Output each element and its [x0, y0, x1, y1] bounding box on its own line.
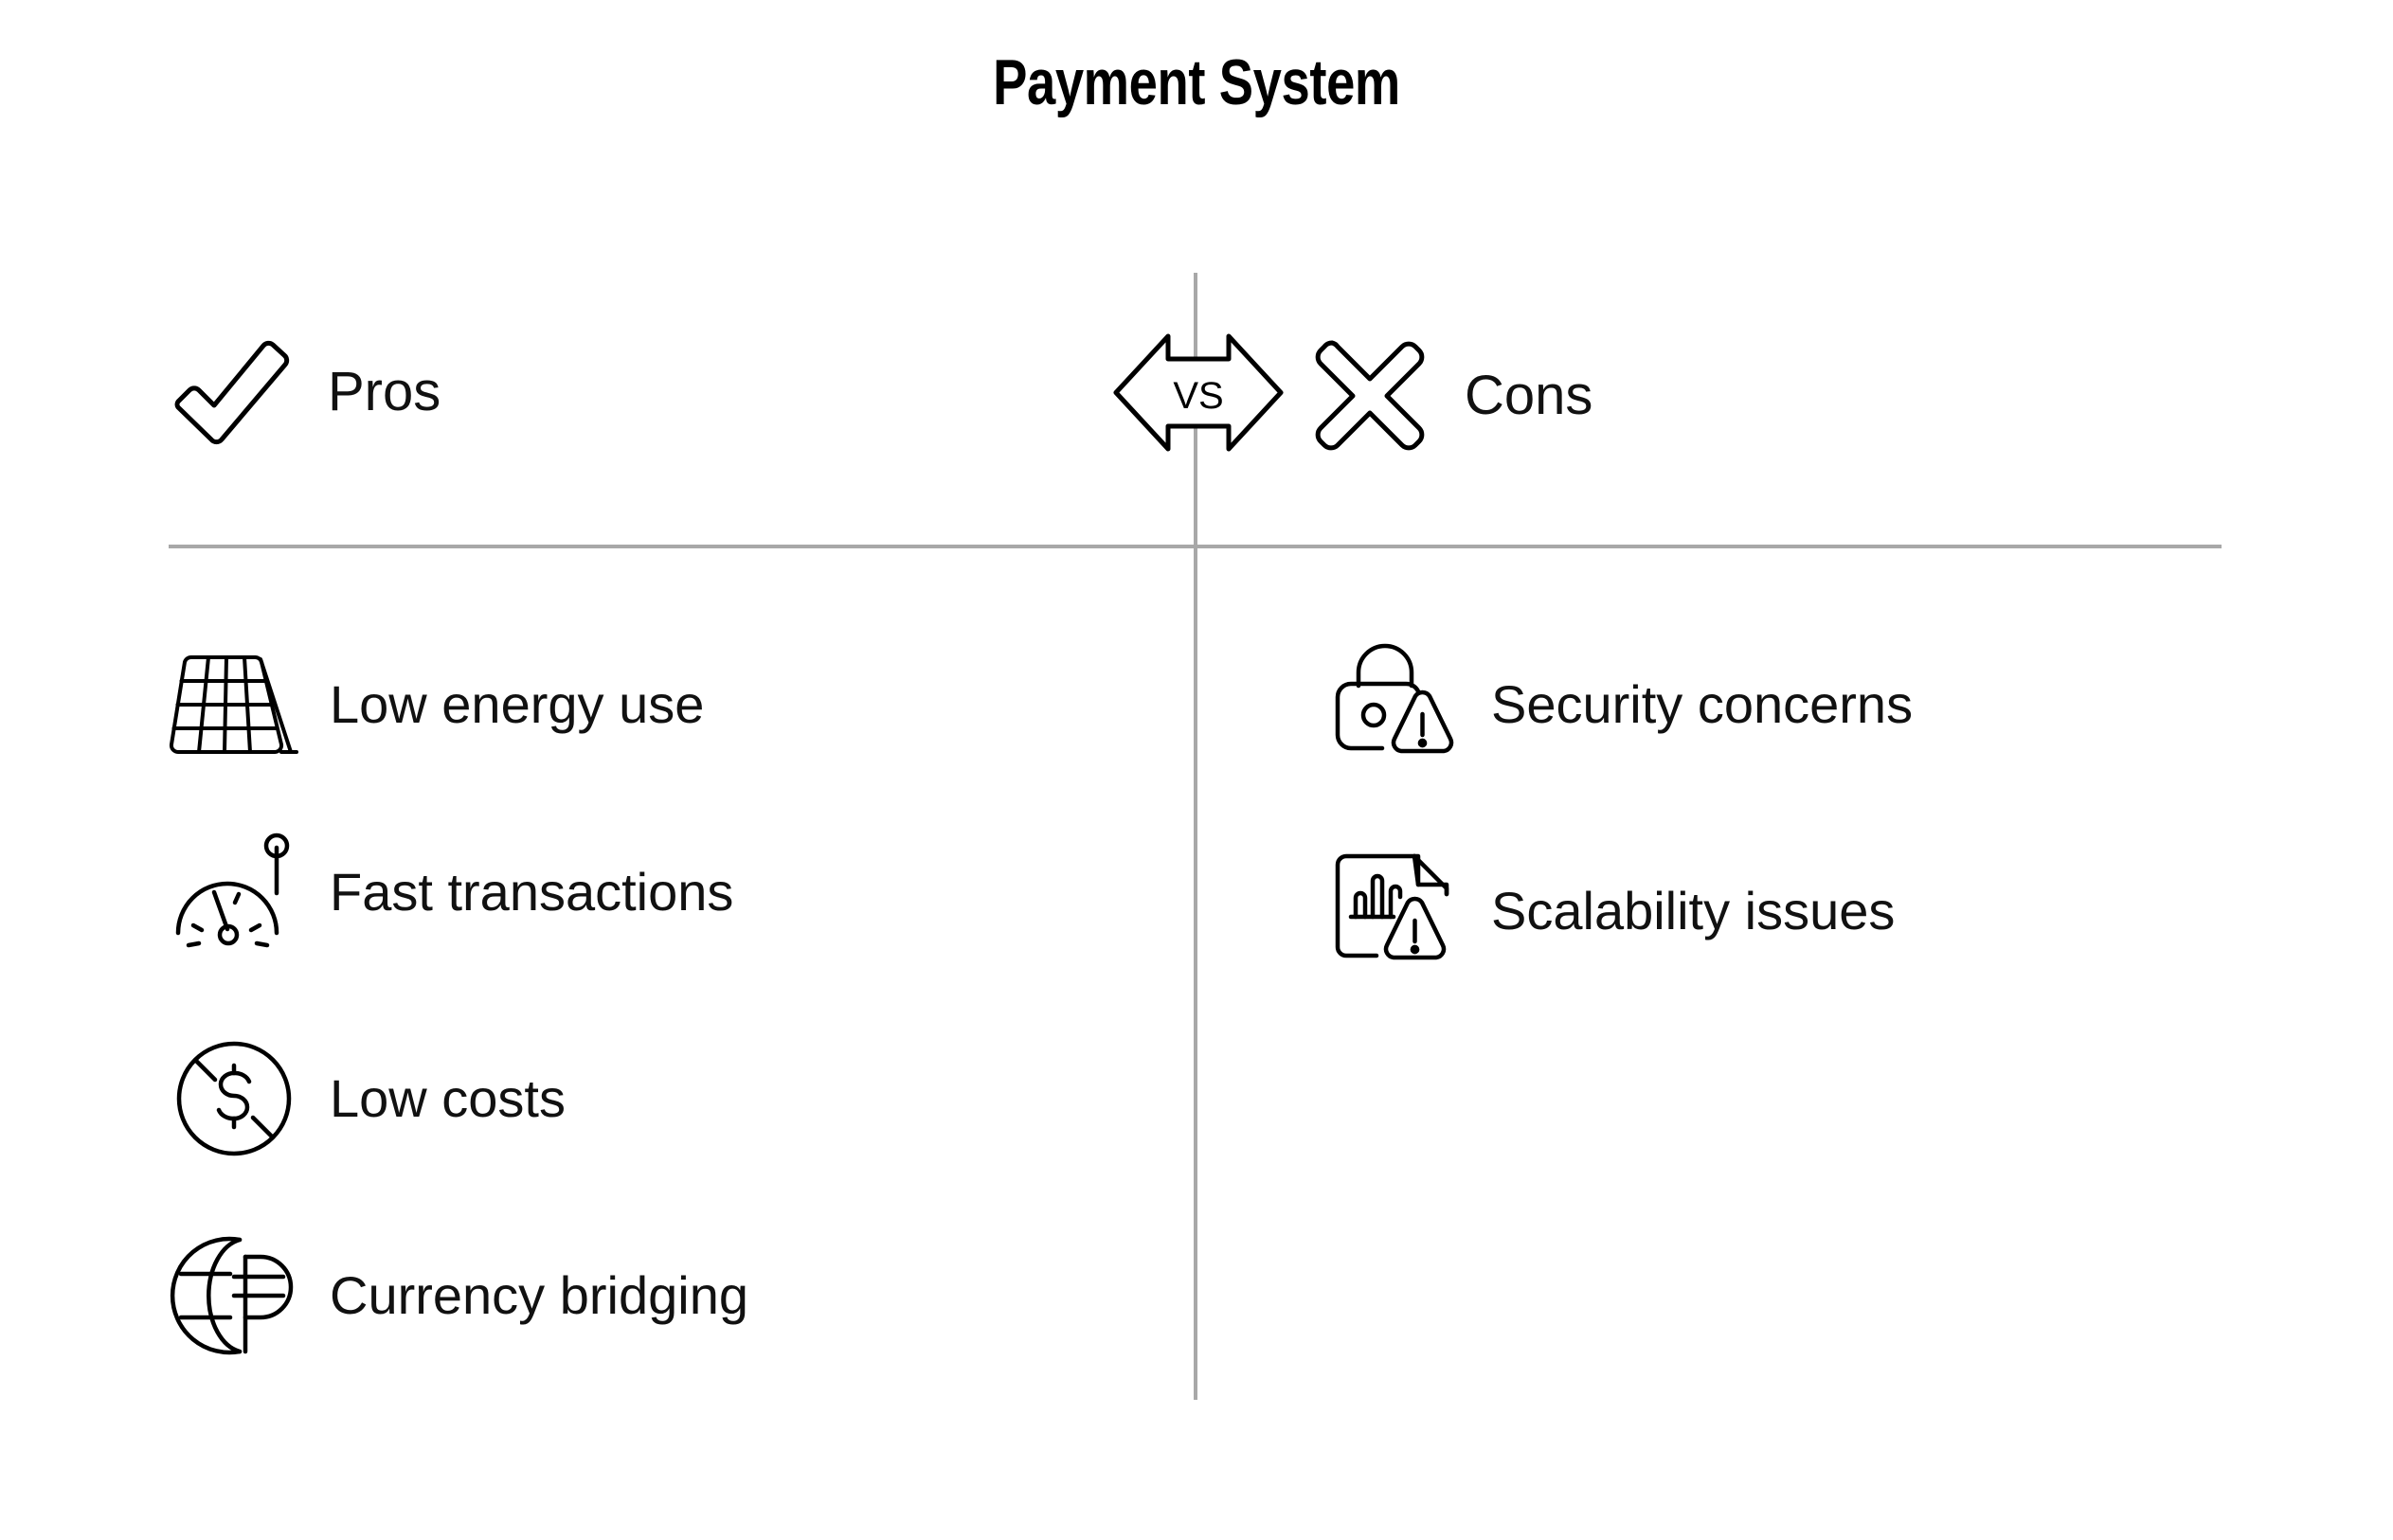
vs-double-arrow-icon: VS: [1113, 333, 1284, 452]
dollar-no-cost-icon: [163, 1032, 305, 1165]
list-item-label: Low costs: [330, 1068, 566, 1128]
list-item-label: Fast transactions: [330, 862, 734, 922]
globe-currency-icon: [163, 1229, 305, 1362]
speedometer-icon: [163, 826, 305, 958]
cons-label: Cons: [1465, 365, 1593, 426]
list-item-label: Low energy use: [330, 674, 705, 734]
list-item: Scalability issues: [1324, 845, 1895, 977]
pros-label: Pros: [328, 361, 441, 422]
pros-header: Pros: [172, 339, 441, 445]
check-icon: [172, 339, 294, 445]
x-cross-icon: [1315, 339, 1430, 453]
page-title: Payment System: [993, 46, 1400, 118]
chart-document-warning-icon: [1324, 845, 1466, 977]
cons-header: Cons: [1315, 339, 1593, 453]
list-item: Low costs: [163, 1032, 566, 1165]
list-item-label: Security concerns: [1491, 674, 1914, 734]
list-item-label: Scalability issues: [1491, 881, 1896, 940]
vs-label: VS: [1173, 375, 1223, 417]
list-item: Fast transactions: [163, 826, 733, 958]
list-item: Currency bridging: [163, 1229, 748, 1362]
list-item: Security concerns: [1324, 638, 1913, 771]
list-item: Low energy use: [163, 638, 704, 771]
vertical-divider: [1194, 273, 1197, 1400]
solar-panel-icon: [163, 638, 305, 771]
list-item-label: Currency bridging: [330, 1265, 748, 1325]
lock-warning-icon: [1324, 638, 1466, 771]
